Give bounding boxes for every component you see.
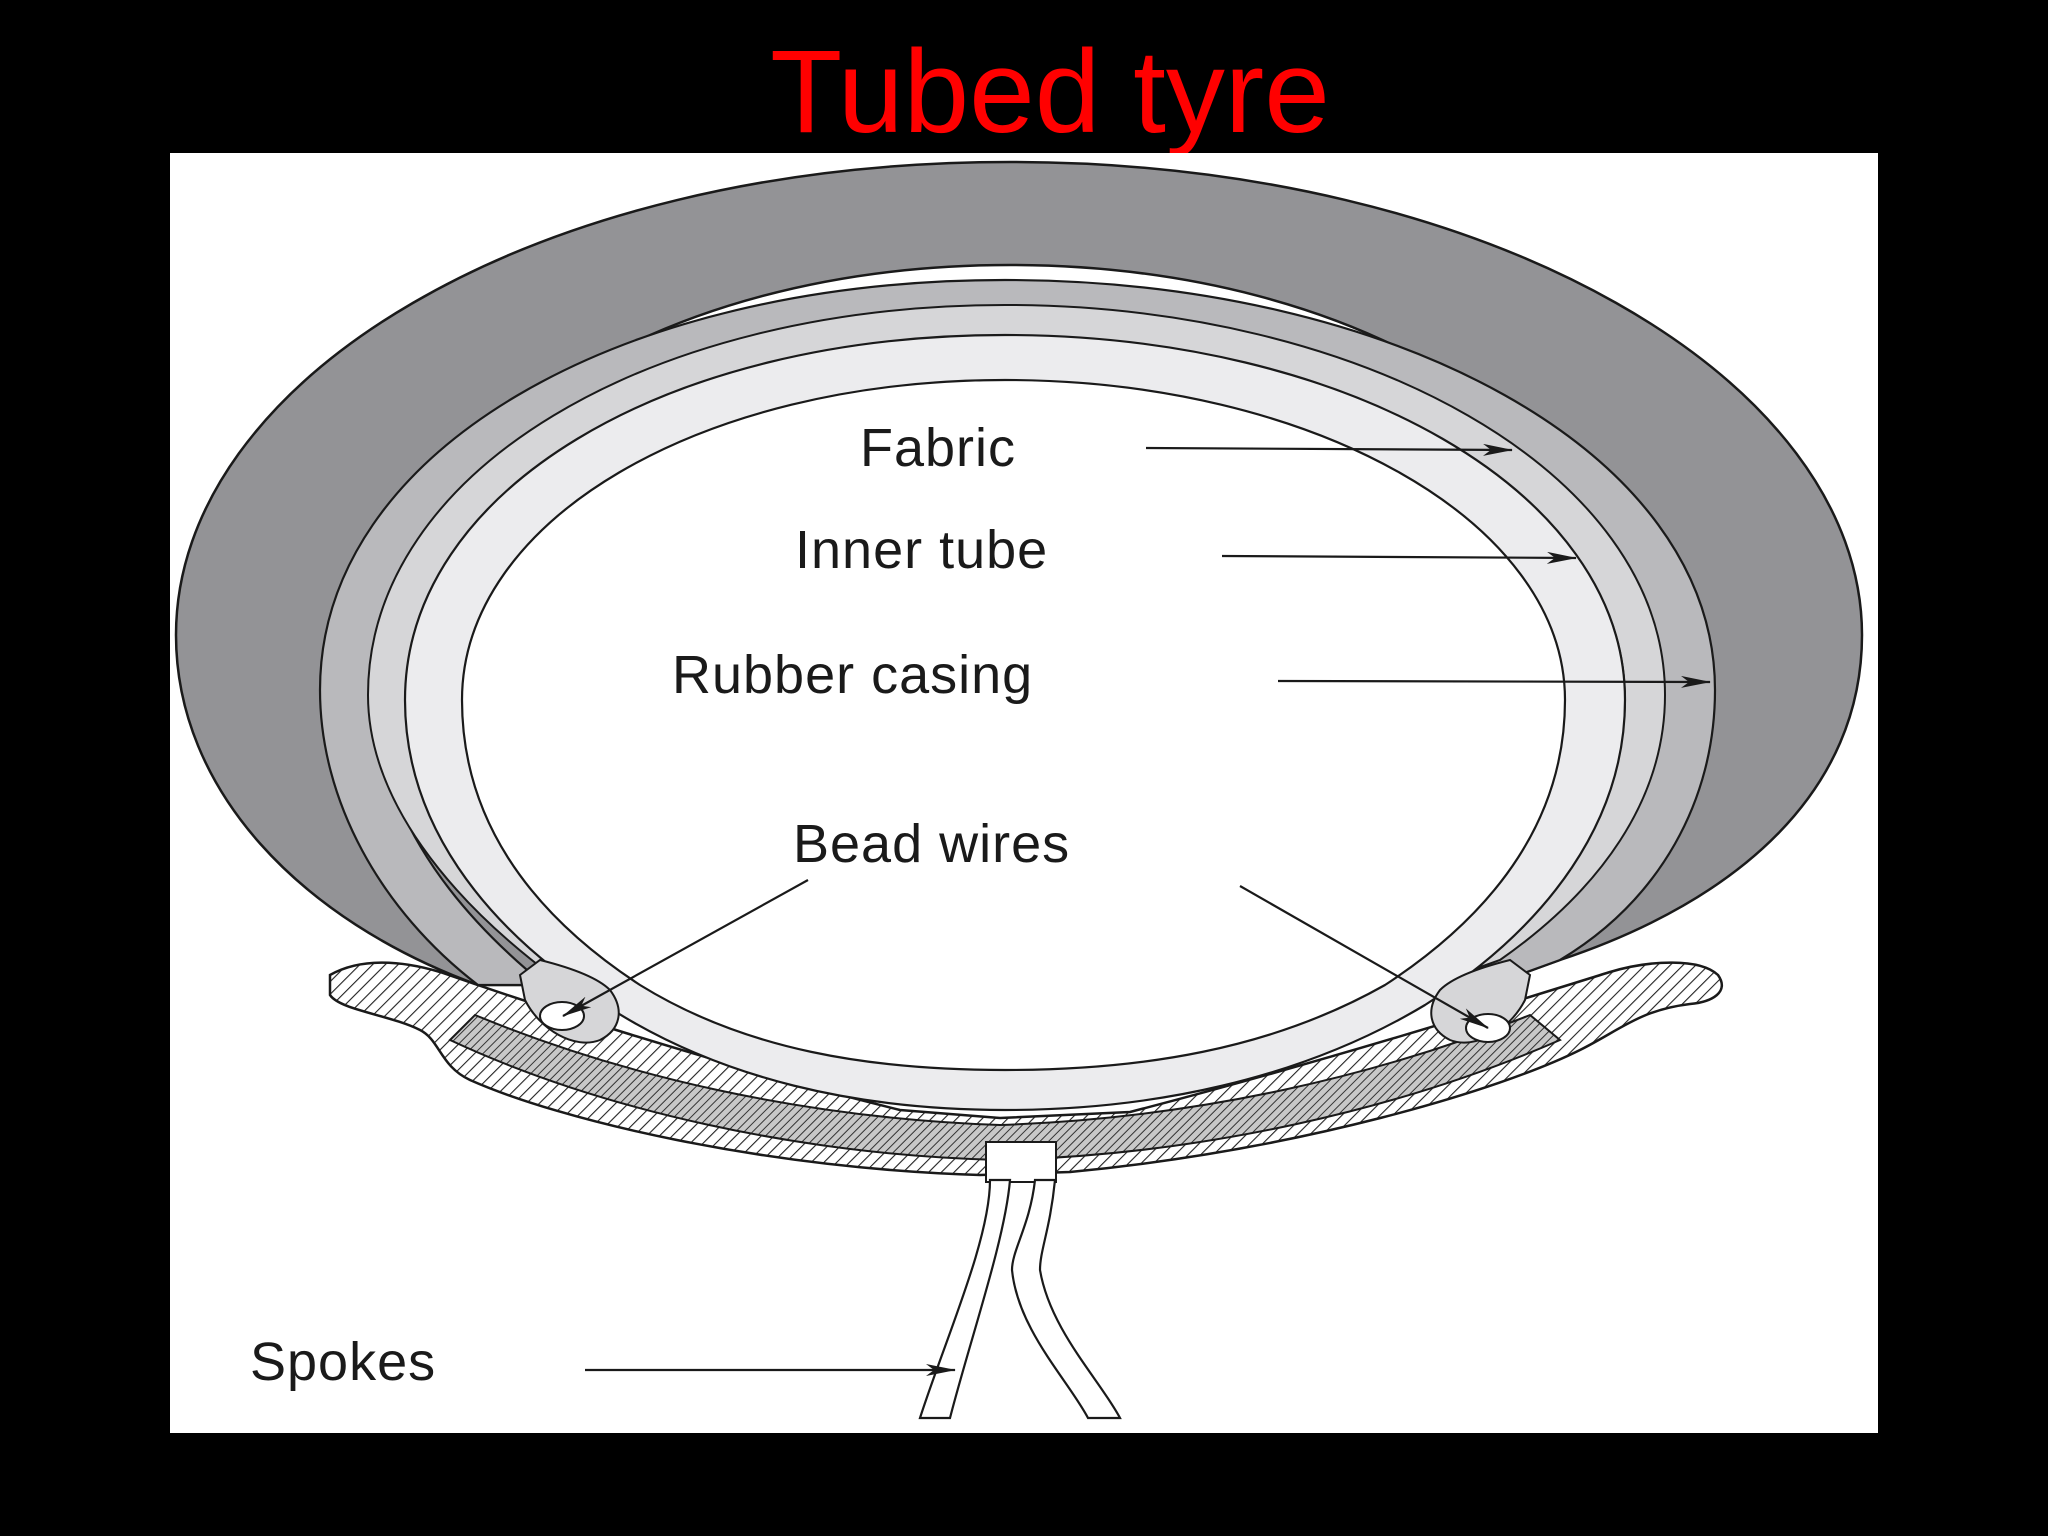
leader-inner-tube: [1221, 551, 1577, 564]
leader-bead-wire-right: [1239, 885, 1489, 1029]
rim-seat: [448, 1013, 1562, 1162]
spoke-left: [918, 1178, 1012, 1420]
label-inner-tube: Inner tube: [795, 520, 1048, 580]
spoke-nipple: [985, 1141, 1057, 1183]
leader-fabric: [1145, 443, 1513, 456]
air-space: [460, 378, 1567, 1072]
label-spokes: Spokes: [250, 1332, 436, 1392]
left-bead-wire: [539, 1001, 585, 1031]
slide-title: Tubed tyre: [770, 26, 1330, 158]
leader-rubber-casing: [1277, 675, 1711, 688]
label-fabric: Fabric: [860, 418, 1016, 478]
label-bead-wires: Bead wires: [793, 814, 1070, 874]
spoke-right: [1010, 1178, 1122, 1420]
leader-bead-wire-left: [562, 879, 809, 1017]
label-rubber-casing: Rubber casing: [672, 645, 1033, 705]
